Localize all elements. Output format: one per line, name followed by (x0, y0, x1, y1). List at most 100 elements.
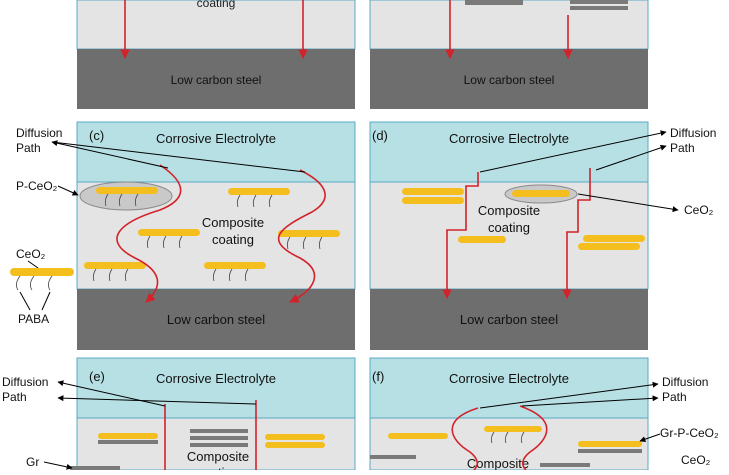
coating-label: coating (197, 0, 236, 10)
callout-arrow (51, 141, 306, 173)
electrolyte-label: Corrosive Electrolyte (449, 371, 569, 386)
p-ceo2-particle (96, 187, 158, 194)
callout-arrow (479, 130, 667, 173)
p-ceo2-particle (278, 230, 340, 237)
p-ceo2-particle (138, 229, 200, 236)
composite-label-line1: Composite (187, 449, 249, 464)
highlight-ellipse (79, 181, 173, 211)
p-ceo2-particle (84, 262, 146, 269)
diffusion-path-arrow (519, 405, 548, 471)
graphene-sheet (98, 440, 158, 444)
gr-p-ceo2-particle (484, 426, 542, 432)
callout-line (41, 291, 51, 311)
paba-chains (92, 268, 129, 282)
graphene-sheet (190, 436, 248, 440)
gr-p-ceo2-particle (388, 433, 448, 439)
paba-chains (212, 268, 249, 282)
callout-arrow (577, 193, 679, 213)
panel-f: (f) Corrosive Electrolyte Composite (369, 357, 649, 471)
composite-label-line2: coating (197, 465, 239, 470)
paba-chains (286, 236, 323, 250)
paba-chains (104, 193, 139, 207)
paba-chains (16, 275, 53, 291)
paba-chains (236, 194, 273, 208)
diffusion-label-line2: Path (2, 390, 27, 404)
electrolyte-layer (76, 357, 356, 419)
callout-arrow (57, 185, 79, 196)
callout-line (19, 291, 31, 311)
composite-label-line2: coating (212, 232, 254, 247)
diffusion-path-arrow (116, 164, 182, 303)
steel-layer (370, 289, 648, 350)
diffusion-path-arrow (451, 407, 479, 471)
ceo2-particle (578, 243, 640, 250)
gr-p-ceo2-label: Gr-P-CeO₂ (660, 426, 719, 440)
panel-d-callouts: Diffusion Path CeO₂ (479, 126, 716, 217)
panel-b: Low carbon steel (369, 0, 649, 109)
diffusion-label-line1: Diffusion (670, 126, 716, 140)
panel-a: coating Low carbon steel (76, 0, 356, 109)
diffusion-label-line2: Path (670, 141, 695, 155)
callout-arrow (639, 433, 661, 443)
paba-chains (490, 431, 525, 444)
gr-label: Gr (26, 455, 39, 469)
steel-label: Low carbon steel (464, 73, 555, 87)
diffusion-path-arrow (562, 168, 591, 299)
diffusion-label-line1: Diffusion (2, 375, 48, 389)
electrolyte-label: Corrosive Electrolyte (156, 131, 276, 146)
gr-p-ceo2-particle (578, 441, 642, 447)
panel-letter: (e) (89, 369, 105, 384)
graphene-sheet (370, 455, 416, 459)
diffusion-path-arrow (277, 169, 326, 303)
panel-c-callouts: Diffusion Path P-CeO₂ CeO₂ PABA (10, 126, 306, 326)
ceo2-particle (265, 442, 325, 448)
graphene-sheet (540, 463, 590, 467)
steel-layer (77, 49, 355, 109)
panel-letter: (c) (89, 128, 104, 143)
graphene-sheet (190, 443, 248, 447)
paba-label: PABA (18, 312, 49, 326)
callout-arrow (51, 140, 169, 169)
ceo2-particle (583, 235, 645, 242)
graphene-sheet (578, 449, 642, 453)
ceo2-particle (98, 433, 158, 439)
composite-label-line1: Composite (202, 215, 264, 230)
diffusion-path-arrow (442, 172, 479, 299)
graphene-sheet (465, 0, 523, 5)
callout-arrow (57, 395, 257, 405)
panel-d: (d) Corrosive Electrolyte Composite coat… (369, 121, 649, 350)
p-ceo2-particle (204, 262, 266, 269)
ceo2-label: CeO₂ (16, 247, 46, 261)
panel-letter: (f) (372, 369, 384, 384)
ceo2-particle (458, 236, 506, 243)
electrolyte-layer (76, 121, 356, 183)
electrolyte-label: Corrosive Electrolyte (449, 131, 569, 146)
diffusion-label-line2: Path (16, 141, 41, 155)
composite-label-line1: Composite (478, 203, 540, 218)
callout-arrow (479, 381, 659, 409)
ceo2-particle (402, 188, 464, 195)
ceo2-label: CeO₂ (684, 203, 714, 217)
ceo2-particle-legend (10, 268, 74, 276)
electrolyte-label: Corrosive Electrolyte (156, 371, 276, 386)
panel-e-callouts: Diffusion Path Gr (2, 375, 257, 470)
ceo2-particle (402, 197, 464, 204)
callout-arrow (57, 380, 166, 407)
callout-arrow (521, 395, 659, 407)
diffusion-label-line2: Path (662, 390, 687, 404)
steel-label: Low carbon steel (460, 312, 558, 327)
panel-f-callouts: Diffusion Path Gr-P-CeO₂ CeO₂ (479, 375, 719, 467)
paba-chains (146, 235, 183, 249)
p-ceo2-particle (228, 188, 290, 195)
electrolyte-layer (369, 121, 649, 183)
steel-label: Low carbon steel (167, 312, 265, 327)
composite-label-line2: coating (488, 220, 530, 235)
graphene-sheet (570, 6, 628, 10)
ceo2-label: CeO₂ (681, 453, 711, 467)
coating-layer (76, 0, 356, 50)
steel-layer (77, 289, 355, 350)
graphene-sheet (190, 429, 248, 433)
electrolyte-layer (369, 357, 649, 419)
panel-e: (e) Corrosive Electrolyte Composite coat… (70, 357, 356, 475)
